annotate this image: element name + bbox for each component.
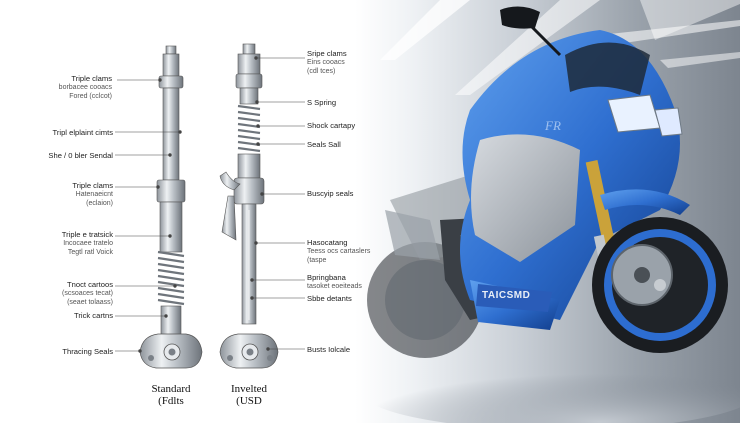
caption-inverted: Invelted (USD xyxy=(230,383,268,407)
inverted-fork xyxy=(219,43,279,369)
label-shelter-sendal: She / 0 bler Sendal xyxy=(48,151,113,160)
label-thracing-seals: Thracing Seals xyxy=(62,347,113,356)
label-spring: S Spring xyxy=(307,98,337,107)
label-sripe-clams: Sripe clams Eins cooacs (cdl tces) xyxy=(307,49,347,75)
leader-lines xyxy=(115,56,305,353)
tank-logo: FR xyxy=(545,118,561,133)
label-triple-clamps-top: Triple clams borbacee cooacs Fored (cclc… xyxy=(58,74,112,100)
ceiling-lights xyxy=(380,0,740,95)
label-trick-cartns: Trick cartns xyxy=(74,311,113,320)
label-triple-tratsick: Triple e tratsick Incocaee tratelo Tegtl… xyxy=(61,230,113,256)
label-tnoct-cartoos: Tnoct cartoos (scsoaces tecat) (seaet to… xyxy=(62,280,113,306)
motorcycle xyxy=(367,6,728,358)
label-hasocatang: Hasocatang Teess ocs cartaslers (taspe xyxy=(307,238,371,264)
label-triple-clamps-mid: Triple clams Hatenaeicnt (eclaion) xyxy=(72,181,113,207)
caption-standard: Standard (Fdlts xyxy=(151,383,191,407)
label-triple-elplaint: Tripl elplaint cimts xyxy=(52,128,113,137)
label-bpringbana: Bpringbana tasoket eoeiteads xyxy=(307,273,362,290)
standard-fork xyxy=(139,45,203,369)
fairing-logo: TAICSMD xyxy=(482,290,531,301)
floor-glow xyxy=(360,350,740,423)
label-sbbe-detants: Sbbe detants xyxy=(307,294,352,303)
label-buscyip-seals: Buscyip seals xyxy=(307,189,354,198)
label-shock-cartapy: Shock cartapy xyxy=(307,121,356,130)
label-seals-sall: Seals Sall xyxy=(307,140,341,149)
label-busts-iolcale: Busts Iolcale xyxy=(307,345,351,354)
